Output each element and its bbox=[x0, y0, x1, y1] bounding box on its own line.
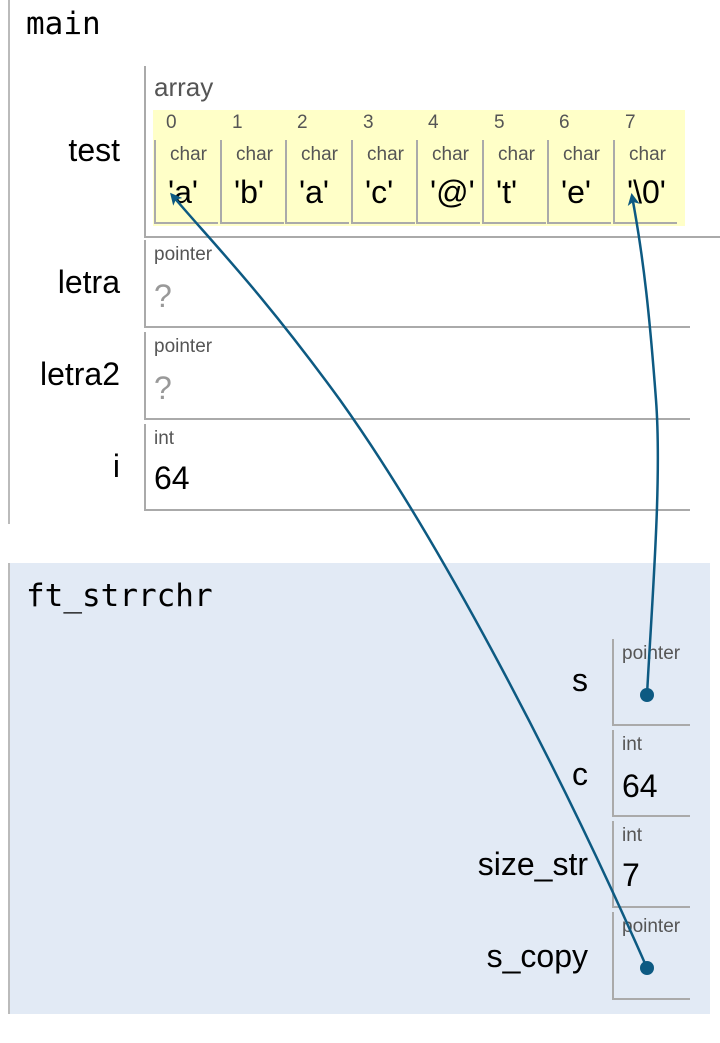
array-index-5: 5 bbox=[494, 112, 505, 133]
array-cell-value-5: 't' bbox=[496, 174, 518, 210]
value-i: 64 bbox=[154, 460, 190, 496]
array-cell-7: char'\0' bbox=[613, 140, 677, 224]
array-test: array bbox=[144, 66, 720, 238]
array-cell-type-2: char bbox=[301, 144, 338, 165]
array-cell-type-5: char bbox=[498, 144, 535, 165]
array-cell-type-4: char bbox=[432, 144, 469, 165]
array-type-label: array bbox=[154, 72, 214, 102]
type-label-size-str: int bbox=[622, 825, 643, 846]
value-c: 64 bbox=[622, 768, 658, 804]
var-name-letra: letra bbox=[57, 264, 120, 300]
array-cell-value-2: 'a' bbox=[299, 174, 330, 210]
array-index-0: 0 bbox=[166, 112, 177, 133]
array-cell-type-7: char bbox=[629, 144, 666, 165]
var-box-letra2: pointer ? bbox=[144, 332, 690, 420]
array-index-4: 4 bbox=[428, 112, 439, 133]
array-cell-1: char 'b' bbox=[220, 140, 284, 224]
array-cell-5: char 't' bbox=[482, 140, 546, 224]
array-cell-value-4: '@' bbox=[430, 174, 475, 210]
array-index-1: 1 bbox=[232, 112, 243, 133]
value-letra: ? bbox=[154, 278, 172, 314]
pointer-dot-s bbox=[640, 688, 654, 702]
var-box-i: int 64 bbox=[144, 424, 690, 511]
var-box-s-copy: pointer bbox=[612, 912, 690, 1000]
type-label-i: int bbox=[154, 428, 175, 449]
value-letra2: ? bbox=[154, 370, 172, 406]
array-cell-type-3: char bbox=[367, 144, 404, 165]
array-cell-4: char '@' bbox=[416, 140, 480, 224]
var-box-size-str: int 7 bbox=[612, 821, 690, 908]
var-box-c: int 64 bbox=[612, 730, 690, 817]
array-cell-3: char 'c' bbox=[351, 140, 415, 224]
arrow-s-to-test-7 bbox=[627, 193, 660, 696]
frame-title-ft-strrchr: ft_strrchr bbox=[26, 578, 213, 614]
array-index-6: 6 bbox=[559, 112, 570, 133]
type-label-c: int bbox=[622, 734, 643, 755]
var-name-c: c bbox=[572, 756, 588, 792]
array-cell-0: char'a' bbox=[154, 140, 218, 224]
array-cell-6: char 'e' bbox=[547, 140, 611, 224]
var-name-i: i bbox=[112, 448, 120, 484]
array-cell-value-6: 'e' bbox=[561, 174, 592, 210]
array-cell-2: char 'a' bbox=[285, 140, 349, 224]
type-label-s: pointer bbox=[622, 643, 681, 664]
array-index-3: 3 bbox=[363, 112, 374, 133]
array-cell-value-3: 'c' bbox=[365, 174, 394, 210]
array-cell-value-1: 'b' bbox=[234, 174, 265, 210]
var-box-s: pointer bbox=[612, 639, 690, 726]
var-box-letra: pointer ? bbox=[144, 240, 690, 328]
frame-title-main: main bbox=[26, 6, 101, 42]
var-name-letra2: letra2 bbox=[39, 356, 120, 392]
pointer-dot-s-copy bbox=[640, 961, 654, 975]
value-size-str: 7 bbox=[622, 857, 640, 893]
var-name-test: test bbox=[68, 132, 120, 168]
array-index-2: 2 bbox=[297, 112, 308, 133]
frame-ft-strrchr bbox=[8, 563, 710, 1014]
arrow-s-copy-to-test-0 bbox=[170, 192, 649, 969]
type-label-s-copy: pointer bbox=[622, 916, 681, 937]
var-name-size-str: size_str bbox=[477, 846, 588, 882]
array-cell-type-6: char bbox=[563, 144, 600, 165]
array-cell-type-1: char bbox=[236, 144, 273, 165]
type-label-letra2: pointer bbox=[154, 336, 213, 357]
var-name-s-copy: s_copy bbox=[486, 938, 588, 974]
array-index-7: 7 bbox=[625, 112, 636, 133]
type-label-letra: pointer bbox=[154, 244, 213, 265]
array-cell-type-0: char bbox=[170, 144, 207, 165]
var-name-s: s bbox=[572, 662, 588, 698]
array-cells-background bbox=[153, 110, 685, 226]
